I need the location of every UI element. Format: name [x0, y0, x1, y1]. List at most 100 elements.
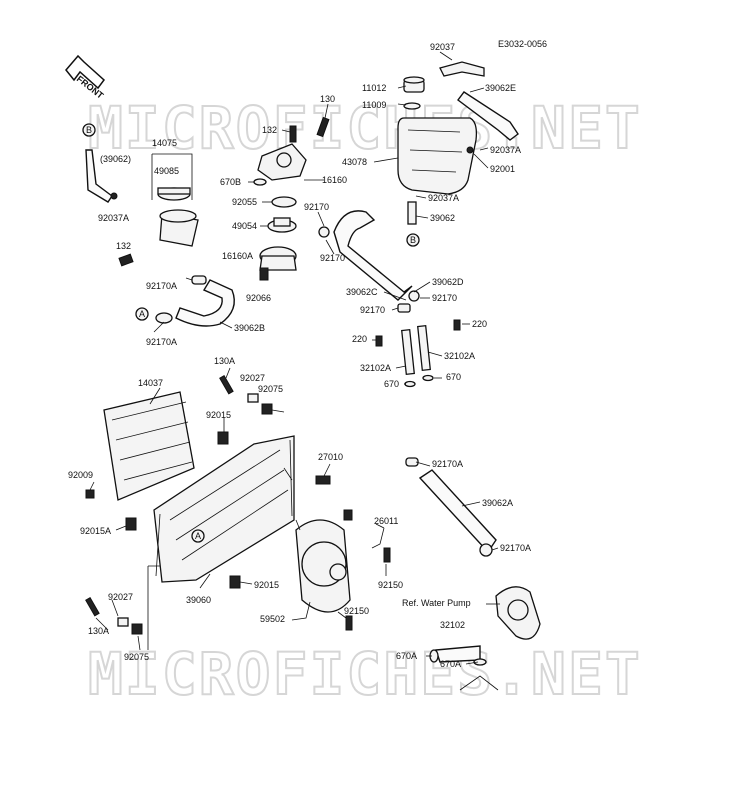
label-39062C: 39062C — [346, 287, 378, 297]
watermark-top: MICROFICHES.NET — [88, 94, 642, 162]
label-92150-b: 92150 — [344, 606, 369, 616]
label-92170A-left: 92170A — [146, 281, 177, 291]
label-49054: 49054 — [232, 221, 257, 231]
label-39062-right: 39062 — [430, 213, 455, 223]
bolt-92150-a — [383, 547, 391, 563]
label-670A-b: 670A — [440, 659, 461, 669]
filler-neck-14075 — [159, 209, 199, 247]
clamp-92170-c — [408, 290, 420, 302]
thermostat-cover-16160 — [257, 143, 307, 181]
label-92037A-lower: 92037A — [428, 193, 459, 203]
hose-39062A — [418, 469, 497, 554]
grommet-92075-top — [261, 403, 273, 415]
watermark-bottom: MICROFICHES.NET — [88, 640, 642, 708]
label-39062D: 39062D — [432, 277, 464, 287]
clamp-92170A-d — [479, 543, 493, 557]
bolt-92009 — [85, 489, 95, 499]
label-59502: 59502 — [260, 614, 285, 624]
oring-92055 — [271, 196, 297, 208]
label-39062A: 39062A — [482, 498, 513, 508]
bolt-220-right — [453, 319, 461, 331]
connector-fan — [343, 509, 353, 521]
label-92066: 92066 — [246, 293, 271, 303]
label-132-top: 132 — [262, 125, 277, 135]
hose-39062-right — [407, 201, 417, 225]
bolt-130A-top — [219, 375, 234, 395]
label-92075-top: 92075 — [258, 384, 283, 394]
label-130A-low: 130A — [88, 626, 109, 636]
water-pump — [495, 586, 541, 640]
label-670-a: 670 — [384, 379, 399, 389]
bolt-130A-low — [85, 597, 100, 617]
clamp-92170A-lower — [155, 312, 173, 324]
oring-670-left — [404, 380, 416, 388]
label-132-left: 132 — [116, 241, 131, 251]
oring-670-right — [422, 374, 434, 382]
thermostat-housing-16160A — [259, 246, 297, 271]
label-16160A: 16160A — [222, 251, 253, 261]
callout-b-left-text: B — [86, 125, 92, 135]
label-220-a: 220 — [472, 319, 487, 329]
reservoir-cap-11012 — [403, 76, 425, 93]
label-92170A-d: 92170A — [500, 543, 531, 553]
label-92015-low: 92015 — [254, 580, 279, 590]
bracket-92015A — [125, 517, 137, 531]
leader-lines — [89, 51, 500, 691]
grommet-92075-low — [131, 623, 143, 635]
label-92037A-left: 92037A — [98, 213, 129, 223]
oring-670A-b — [473, 658, 487, 666]
label-14037: 14037 — [138, 378, 163, 388]
collar-92027-low — [117, 617, 129, 627]
wire-26011 — [371, 527, 385, 549]
label-32102: 32102 — [440, 620, 465, 630]
gasket-11009 — [403, 102, 421, 110]
label-92015A: 92015A — [80, 526, 111, 536]
hose-39062B — [175, 279, 235, 327]
pipe-32102A-right — [417, 324, 431, 372]
clamp-92170A-c — [405, 457, 419, 467]
label-92075-low: 92075 — [124, 652, 149, 662]
bracket-92037 — [439, 61, 485, 77]
label-92037: 92037 — [430, 42, 455, 52]
diagram-code: E3032-0056 — [498, 39, 547, 49]
label-92170-d: 92170 — [360, 305, 385, 315]
label-92027-top: 92027 — [240, 373, 265, 383]
label-92170-c: 92170 — [432, 293, 457, 303]
callout-b-left — [82, 123, 96, 137]
clamp-92170-mid — [318, 226, 330, 238]
label-92037A-right: 92037A — [490, 145, 521, 155]
label-130: 130 — [320, 94, 335, 104]
fan-switch-27010 — [315, 475, 331, 485]
label-26011: 26011 — [374, 516, 398, 526]
label-39062-left: (39062) — [100, 154, 131, 164]
label-27010: 27010 — [318, 452, 343, 462]
cap-49085 — [157, 187, 191, 201]
label-92015-top: 92015 — [206, 410, 231, 420]
label-14075: 14075 — [152, 138, 177, 148]
label-670B: 670B — [220, 177, 241, 187]
radiator-39060 — [153, 435, 295, 583]
label-92150-a: 92150 — [378, 580, 403, 590]
gasket-670B — [253, 178, 267, 186]
label-11009: 11009 — [362, 100, 386, 110]
bolt-132-left — [118, 253, 134, 267]
label-39062E: 39062E — [485, 83, 516, 93]
callout-a-radiator — [191, 529, 205, 543]
bracket-92015-low — [229, 575, 241, 589]
callout-a-left — [135, 307, 149, 321]
label-92001: 92001 — [490, 164, 515, 174]
sensor-92066 — [259, 267, 269, 281]
label-32102A: 32102A — [444, 351, 475, 361]
bracket-92015-top — [217, 431, 229, 445]
label-ref-water-pump: Ref. Water Pump — [402, 598, 471, 608]
label-32102A-b: 32102A — [360, 363, 391, 373]
label-92027-low: 92027 — [108, 592, 133, 602]
hose-39062D — [333, 210, 413, 301]
clamp-92170-d — [397, 303, 411, 313]
label-130A-top: 130A — [214, 356, 235, 366]
bolt-220-left — [375, 335, 383, 347]
callout-b-right-text: B — [410, 235, 416, 245]
callout-a-radiator-text: A — [195, 531, 201, 541]
